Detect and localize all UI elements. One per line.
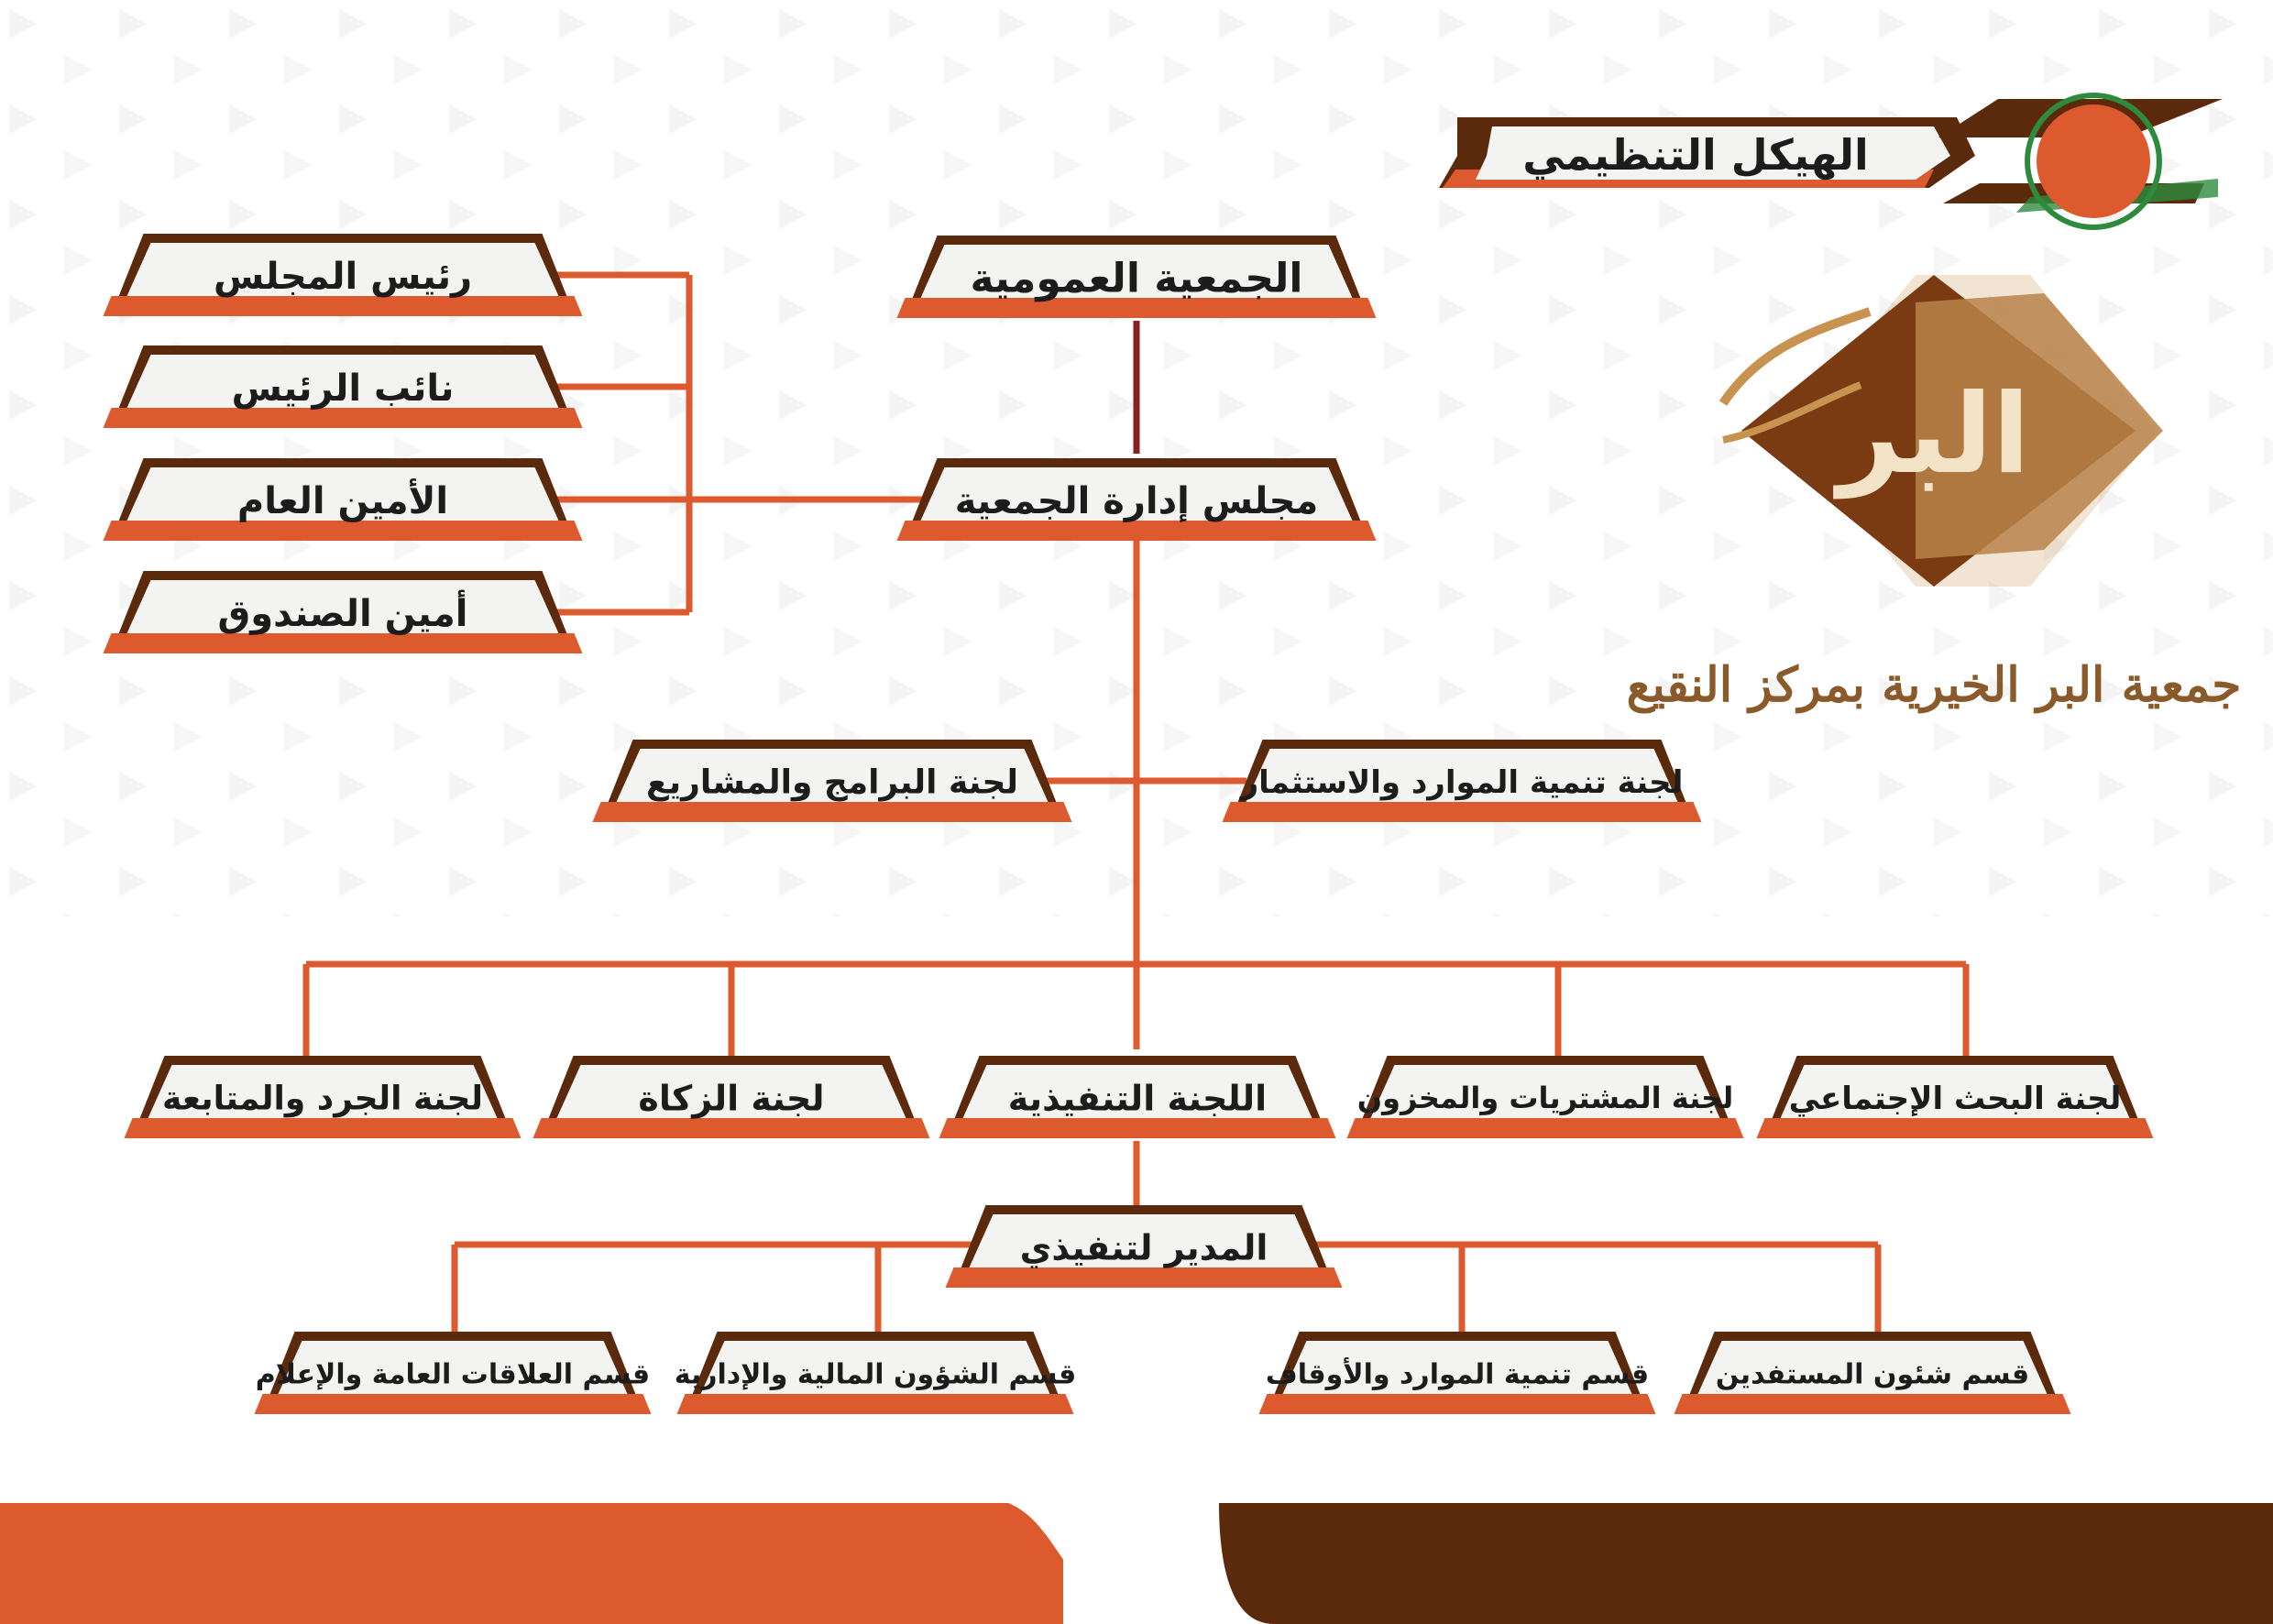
logo-text: جمعية البر الخيرية بمركز النقيع <box>1627 657 2242 714</box>
vice-chair-label: نائب الرئيس <box>232 368 455 410</box>
logo-monogram: البر <box>1833 371 2030 499</box>
boxes: الجمعية العمومية مجلس إدارة الجمعية رئيس ا… <box>103 234 2154 1414</box>
executive-committee-box: اللجنة التنفيذية <box>939 1056 1336 1138</box>
organization-logo: البر جمعية البر الخيرية بمركز النقيع <box>1627 275 2242 714</box>
secretary-general-label: الأمين العام <box>237 477 448 522</box>
board-chair-label: رئيس المجلس <box>214 256 472 298</box>
programs-committee-label: لجنة البرامج والمشاريع <box>646 764 1018 802</box>
resources-committee-box: لجنة تنمية الموارد والاستثمار <box>1222 740 1702 822</box>
inventory-committee-label: لجنة الجرد والمتابعة <box>162 1081 483 1118</box>
executive-committee-label: اللجنة التنفيذية <box>1008 1078 1267 1118</box>
pr-department-label: قسم العلاقات العامة والإعلام <box>256 1358 650 1390</box>
social-research-committee-box: لجنة البحث الإجتماعي <box>1756 1056 2154 1138</box>
programs-committee-box: لجنة البرامج والمشاريع <box>592 740 1072 822</box>
executive-director-box: المدير لتنفيذي <box>945 1205 1343 1288</box>
endowments-department-label: قسم تنمية الموارد والأوقاف <box>1266 1356 1649 1390</box>
finance-department-box: قسم الشؤون المالية والإدارية <box>675 1332 1076 1414</box>
beneficiaries-department-label: قسم شئون المستفدين <box>1716 1358 2029 1390</box>
zakat-committee-box: لجنة الزكاة <box>533 1056 930 1138</box>
footer-band <box>0 1503 2273 1624</box>
beneficiaries-department-box: قسم شئون المستفدين <box>1674 1332 2071 1414</box>
page-title: الهيكل التنظيمي <box>1522 130 1869 180</box>
inventory-committee-box: لجنة الجرد والمتابعة <box>124 1056 522 1138</box>
title-banner: الهيكل التنظيمي <box>1439 93 2223 230</box>
secretary-general-box: الأمين العام <box>103 458 583 541</box>
board-of-directors-label: مجلس إدارة الجمعية <box>955 480 1318 522</box>
pr-department-box: قسم العلاقات العامة والإعلام <box>254 1332 652 1414</box>
finance-department-label: قسم الشؤون المالية والإدارية <box>675 1358 1076 1390</box>
procurement-committee-box: لجنة المشتريات والمخزون <box>1346 1056 1744 1138</box>
executive-director-label: المدير لتنفيذي <box>1020 1227 1268 1267</box>
procurement-committee-label: لجنة المشتريات والمخزون <box>1357 1081 1733 1115</box>
title-orb-icon <box>2025 93 2162 230</box>
resources-committee-label: لجنة تنمية الموارد والاستثمار <box>1239 764 1684 801</box>
endowments-department-box: قسم تنمية الموارد والأوقاف <box>1258 1332 1656 1414</box>
general-assembly-label: الجمعية العمومية <box>970 256 1302 302</box>
board-chair-box: رئيس المجلس <box>103 234 583 316</box>
treasurer-box: أمين الصندوق <box>103 571 583 653</box>
social-research-committee-label: لجنة البحث الإجتماعي <box>1789 1081 2122 1117</box>
vice-chair-box: نائب الرئيس <box>103 346 583 428</box>
treasurer-label: أمين الصندوق <box>218 589 468 635</box>
zakat-committee-label: لجنة الزكاة <box>638 1078 824 1118</box>
board-of-directors-box: مجلس إدارة الجمعية <box>896 458 1377 541</box>
general-assembly-box: الجمعية العمومية <box>896 236 1377 318</box>
